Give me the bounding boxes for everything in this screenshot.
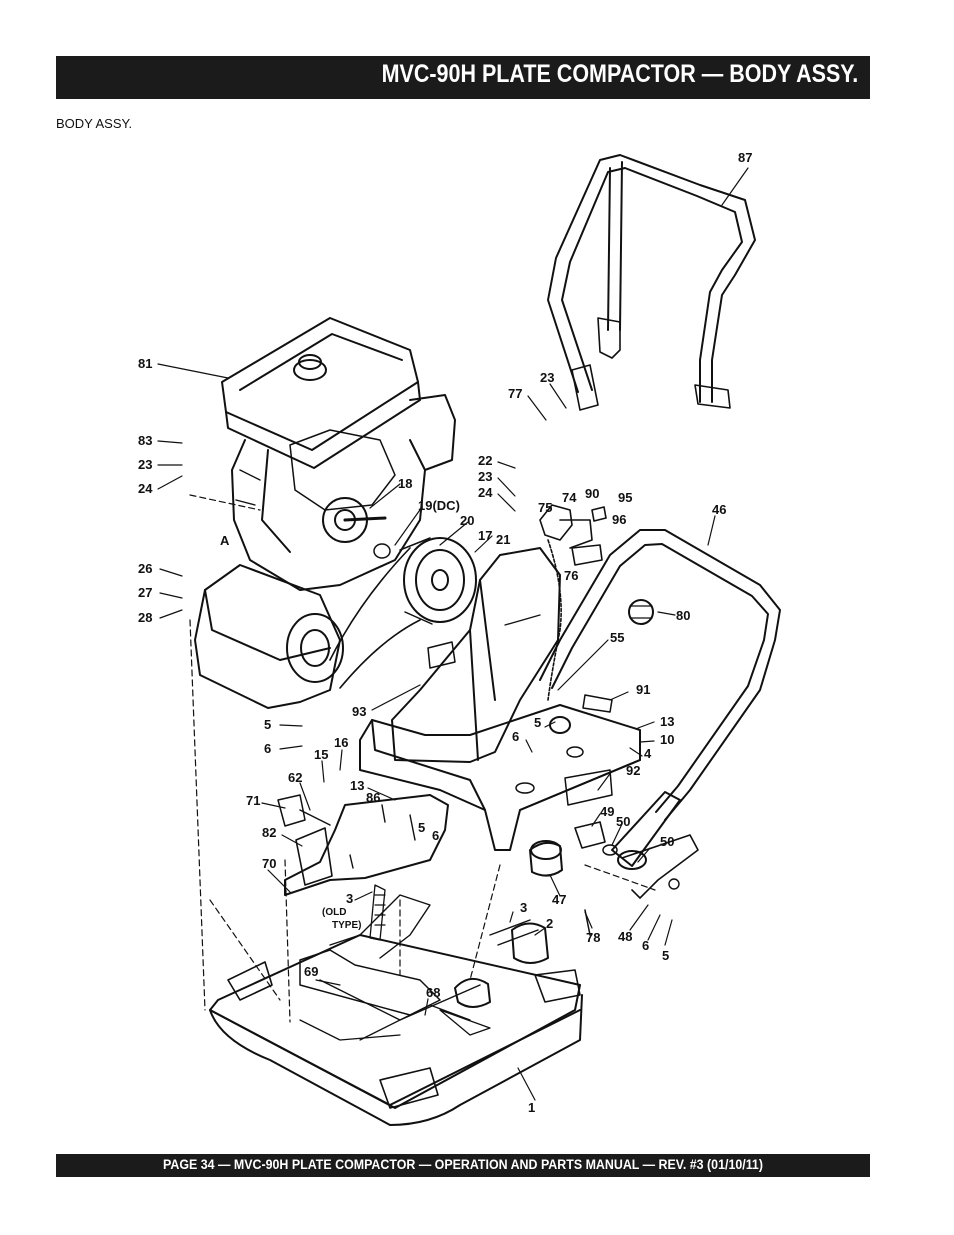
callout-75: 75	[538, 500, 552, 515]
callout-48: 48	[618, 929, 632, 944]
section-label: BODY ASSY.	[56, 116, 133, 131]
main-frame	[359, 599, 654, 851]
footer-text: PAGE 34 — MVC-90H PLATE COMPACTOR — OPER…	[163, 1157, 763, 1172]
rubber-mounts	[454, 821, 618, 1008]
callout-6: 6	[432, 828, 439, 843]
callout-16: 16	[334, 735, 348, 750]
callout-19-dc: 19(DC)	[418, 498, 460, 513]
engine-assembly	[221, 317, 456, 591]
callout-86: 86	[366, 790, 380, 805]
callout-4: 4	[644, 746, 652, 761]
callout-28: 28	[138, 610, 152, 625]
callout-labels: 87 81 77 23 83 23 24 22 23 24 18 19(DC) …	[138, 150, 752, 1115]
leader-lines	[157, 167, 749, 1101]
callout-20: 20	[460, 513, 474, 528]
callout-77: 77	[508, 386, 522, 401]
callout-13: 13	[350, 778, 364, 793]
callout-18: 18	[398, 476, 412, 491]
callout-95: 95	[618, 490, 632, 505]
callout-68: 68	[426, 985, 440, 1000]
footer-bar: PAGE 34 — MVC-90H PLATE COMPACTOR — OPER…	[56, 1154, 870, 1177]
callout-10: 10	[660, 732, 674, 747]
callout-5: 5	[662, 948, 669, 963]
callout-91: 91	[636, 682, 650, 697]
callout-49: 49	[600, 804, 614, 819]
callout-2: 2	[546, 916, 553, 931]
callout-27: 27	[138, 585, 152, 600]
callout-92: 92	[626, 763, 640, 778]
callout-23: 23	[138, 457, 152, 472]
callout-47: 47	[552, 892, 566, 907]
callout-23: 23	[478, 469, 492, 484]
callout-26: 26	[138, 561, 152, 576]
callout-old-type-line1: (OLD	[322, 907, 346, 918]
callout-21: 21	[496, 532, 510, 547]
callout-15: 15	[314, 747, 328, 762]
callout-87: 87	[738, 150, 752, 165]
callout-22: 22	[478, 453, 492, 468]
callout-96: 96	[612, 512, 626, 527]
callout-78: 78	[586, 930, 600, 945]
page-title: MVC-90H PLATE COMPACTOR — BODY ASSY.	[381, 60, 858, 88]
callout-62: 62	[288, 770, 302, 785]
callout-76: 76	[564, 568, 578, 583]
callout-1: 1	[528, 1100, 535, 1115]
callout-90: 90	[585, 486, 599, 501]
callout-70: 70	[262, 856, 276, 871]
callout-6: 6	[512, 729, 519, 744]
callout-83: 83	[138, 433, 152, 448]
callout-50: 50	[660, 834, 674, 849]
callout-5: 5	[534, 715, 541, 730]
callout-71: 71	[246, 793, 260, 808]
callout-a: A	[220, 533, 230, 548]
callout-80: 80	[676, 608, 690, 623]
callout-6: 6	[264, 741, 271, 756]
callout-82: 82	[262, 825, 276, 840]
belt-cover	[391, 547, 561, 763]
callout-5: 5	[264, 717, 271, 732]
callout-5: 5	[418, 820, 425, 835]
callout-24: 24	[138, 481, 153, 496]
header-bar: MVC-90H PLATE COMPACTOR — BODY ASSY.	[56, 56, 870, 99]
operating-handle	[539, 529, 781, 899]
callout-93: 93	[352, 704, 366, 719]
callout-23: 23	[540, 370, 554, 385]
base-plate	[209, 894, 583, 1126]
handle-guard	[547, 154, 756, 411]
callout-69: 69	[304, 964, 318, 979]
callout-81: 81	[138, 356, 152, 371]
callout-74: 74	[562, 490, 577, 505]
lower-bracket	[277, 794, 449, 941]
callout-55: 55	[610, 630, 624, 645]
callout-50: 50	[616, 814, 630, 829]
clutch-drive-unit	[194, 537, 477, 709]
callout-24: 24	[478, 485, 493, 500]
callout-13: 13	[660, 714, 674, 729]
callout-6: 6	[642, 938, 649, 953]
callout-3: 3	[520, 900, 527, 915]
callout-17: 17	[478, 528, 492, 543]
callout-3: 3	[346, 891, 353, 906]
callout-46: 46	[712, 502, 726, 517]
throttle-parts	[539, 504, 607, 701]
callout-old-type-line2: TYPE)	[332, 920, 361, 931]
